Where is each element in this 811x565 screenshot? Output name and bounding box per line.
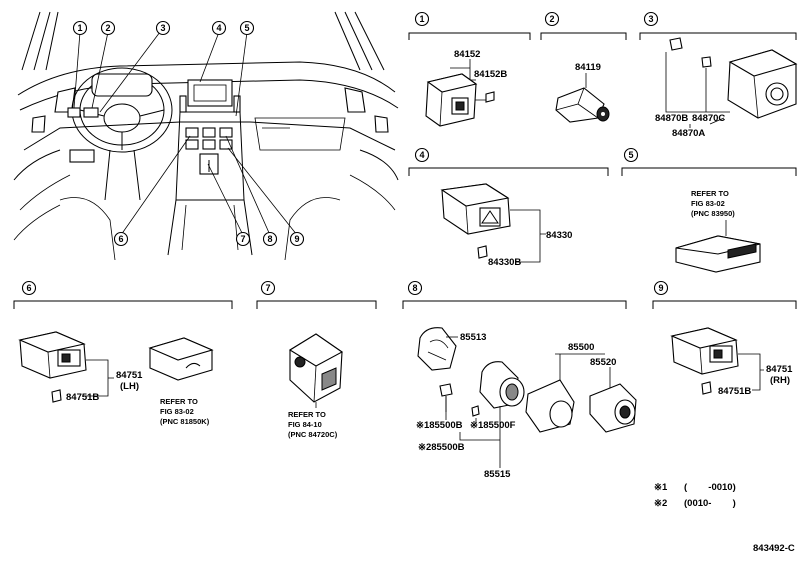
part-185500B: ※185500B: [416, 420, 463, 431]
section-8: 8 85513 85500 85520 ※185500B ※185500F ※2…: [402, 280, 637, 480]
part-84330B: 84330B: [488, 257, 521, 268]
part-84751-rh: 84751: [766, 364, 793, 375]
svg-text:3: 3: [160, 23, 165, 33]
svg-text:5: 5: [628, 150, 633, 160]
section-3: 3 84870B 84870C 84870A: [639, 11, 798, 139]
dashboard-overview: [13, 11, 399, 261]
section-1-callout: 1: [414, 11, 430, 27]
svg-text:7: 7: [265, 283, 270, 293]
svg-text:2: 2: [549, 14, 554, 24]
section-4: 4 84330 84330B: [408, 147, 609, 268]
section-9: 9 84751 (RH) 84751B: [652, 280, 797, 397]
note-6-line3: (PNC 81850K): [160, 417, 210, 426]
drawing-id: 843492-C: [753, 543, 795, 554]
svg-text:6: 6: [118, 234, 123, 244]
overview-leaders: [73, 31, 298, 236]
note-5-line2: FIG 83-02: [691, 199, 725, 208]
part-85515: 85515: [484, 469, 511, 480]
overview-callout-1: 1: [72, 20, 88, 36]
part-84751-lh: 84751: [116, 370, 143, 381]
section-8-callout: 8: [407, 280, 423, 296]
part-84751B-lh: 84751B: [66, 392, 99, 403]
part-84870B: 84870B: [655, 113, 688, 124]
overview-callout-7: 7: [235, 231, 251, 247]
svg-text:5: 5: [244, 23, 249, 33]
section-5-callout: 5: [623, 147, 639, 163]
part-85520: 85520: [590, 357, 616, 368]
part-85513: 85513: [460, 332, 486, 343]
part-185500F: ※185500F: [470, 420, 516, 431]
section-1: 1 84152 84152B: [408, 11, 531, 127]
section-7-callout: 7: [260, 280, 276, 296]
part-85500: 85500: [568, 342, 594, 353]
overview-callout-5: 5: [239, 20, 255, 36]
part-84330: 84330: [546, 230, 572, 241]
svg-text:2: 2: [105, 23, 110, 33]
section-9-callout: 9: [653, 280, 669, 296]
section-6: 6 84751 (LH) 84751B REFER TO FIG 83-02 (…: [13, 280, 233, 426]
legend-1-mark: ※1: [654, 482, 668, 493]
section-6-callout: 6: [21, 280, 37, 296]
note-5-line3: (PNC 83950): [691, 209, 735, 218]
section-3-callout: 3: [643, 11, 659, 27]
overview-callouts: 1 2 3 4 5 6 7 8 9: [72, 20, 305, 247]
note-6-line2: FIG 83-02: [160, 407, 194, 416]
part-84751B-rh: 84751B: [718, 386, 751, 397]
legend-2-range: (0010- ): [684, 498, 736, 509]
svg-text:9: 9: [658, 283, 663, 293]
note-6-line1: REFER TO: [160, 397, 198, 406]
overview-callout-2: 2: [100, 20, 116, 36]
overview-callout-4: 4: [211, 20, 227, 36]
svg-text:1: 1: [419, 14, 424, 24]
note-5-line1: REFER TO: [691, 189, 729, 198]
part-84119: 84119: [575, 62, 601, 73]
note-7-line1: REFER TO: [288, 410, 326, 419]
overview-callout-3: 3: [155, 20, 171, 36]
section-2-callout: 2: [544, 11, 560, 27]
part-285500B: ※285500B: [418, 442, 465, 453]
svg-text:8: 8: [412, 283, 417, 293]
part-84870C: 84870C: [692, 113, 725, 124]
legend-2-mark: ※2: [654, 498, 667, 509]
svg-text:4: 4: [216, 23, 221, 33]
svg-text:1: 1: [77, 23, 82, 33]
section-7: 7 REFER TO FIG 84-10 (PNC 84720C): [256, 280, 377, 439]
part-84870A: 84870A: [672, 128, 705, 139]
legend-1-range: ( -0010): [684, 482, 736, 493]
svg-text:8: 8: [267, 234, 272, 244]
section-4-callout: 4: [414, 147, 430, 163]
label-rh: (RH): [770, 375, 790, 386]
section-2: 2 84119: [540, 11, 627, 123]
label-lh: (LH): [120, 381, 139, 392]
svg-text:4: 4: [419, 150, 424, 160]
svg-text:7: 7: [240, 234, 245, 244]
svg-text:9: 9: [294, 234, 299, 244]
section-5: 5 REFER TO FIG 83-02 (PNC 83950): [621, 147, 797, 273]
overview-callout-6: 6: [113, 231, 129, 247]
part-84152: 84152: [454, 49, 480, 60]
note-7-line2: FIG 84-10: [288, 420, 322, 429]
note-7-line3: (PNC 84720C): [288, 430, 338, 439]
overview-callout-8: 8: [262, 231, 278, 247]
legend: ※1 ( -0010) ※2 (0010- ): [654, 482, 736, 509]
svg-text:6: 6: [26, 283, 31, 293]
svg-text:3: 3: [648, 14, 653, 24]
part-84152B: 84152B: [474, 69, 507, 80]
overview-callout-9: 9: [289, 231, 305, 247]
